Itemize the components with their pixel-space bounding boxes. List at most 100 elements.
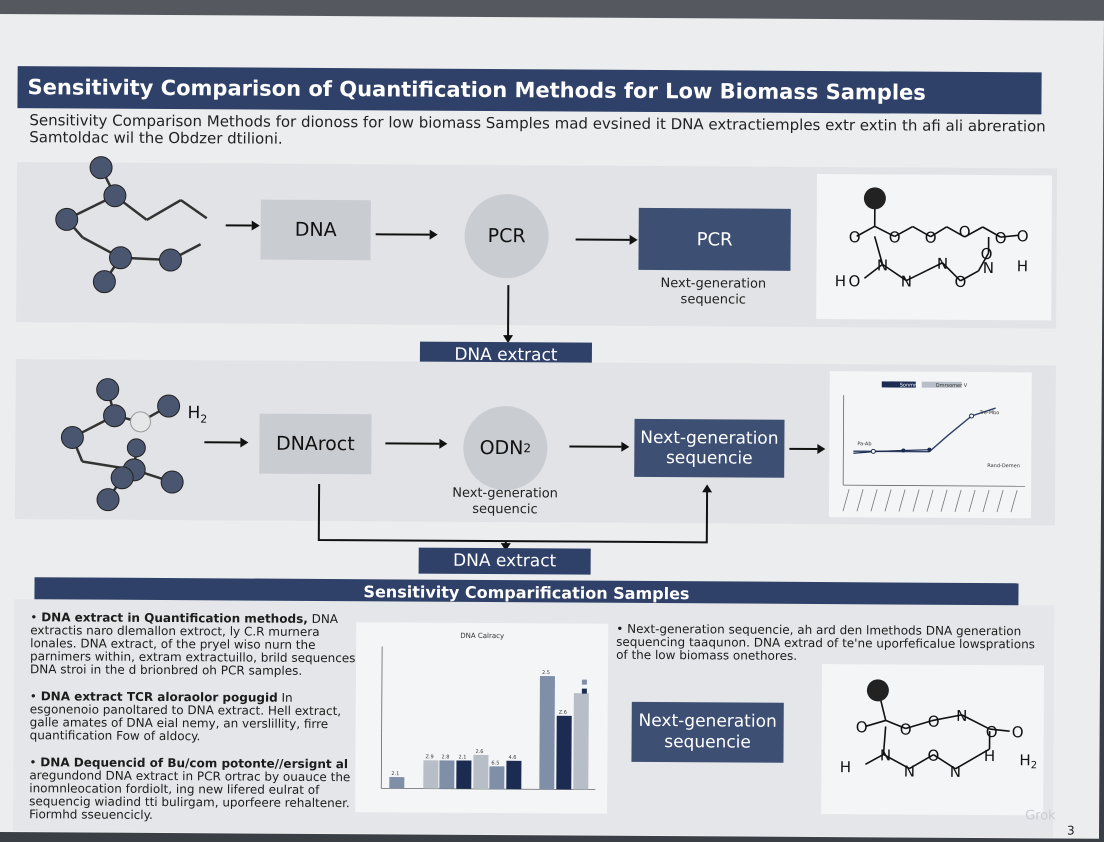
line-annotation-left: Pa-Ab	[857, 441, 871, 447]
arrow-5	[383, 433, 453, 453]
bar	[506, 761, 521, 789]
atom-label: N	[937, 255, 948, 273]
bar-value-label: Z.9	[425, 754, 433, 760]
atom-label: O	[900, 721, 912, 739]
bar-chart-title: DNA Calracy	[460, 632, 504, 640]
line-series-1	[853, 407, 995, 452]
atom-label: N	[956, 707, 967, 725]
atom-label: O	[928, 747, 940, 765]
line-chart-svg: Sonmrle Dmrsomer V Tre-Mbo Pa-Ab Rand-De…	[829, 371, 1032, 518]
odn2-subscript: 2	[523, 441, 531, 455]
bar	[489, 766, 504, 789]
bar	[389, 777, 404, 788]
atom-label: O	[986, 723, 998, 741]
arrow-7	[787, 439, 832, 459]
page-number: 3	[1067, 824, 1075, 838]
ngs-box-bottom: Next-generation sequencie	[631, 702, 783, 763]
bar-value-label: 2.1	[458, 754, 466, 760]
dna-extract-label-bottom: DNA extract	[419, 548, 591, 575]
ngs-box-bottom-line1: Next-generation	[639, 711, 777, 733]
bar-chart-svg: DNA Calracy 2.1 Z.9 2.8 2.1 2.6 6.5 4.6 2.5Z.6	[355, 622, 608, 814]
line-point	[927, 448, 931, 452]
atom-label: H	[1017, 257, 1028, 275]
feedback-loop-connector	[315, 474, 715, 556]
bar	[456, 760, 471, 788]
bullet-item: • DNA extract TCR aloraolor pogugid In e…	[30, 690, 360, 744]
ngs-caption-top-line2: sequencic	[638, 292, 788, 309]
arrow-4	[202, 432, 252, 452]
poster-sheet: Sensitivity Comparison of Quantification…	[0, 14, 1104, 839]
ngs-box-bottom-line2: sequencie	[664, 732, 751, 754]
intro-text: Sensitivity Comparison Methods for diono…	[29, 112, 1069, 152]
atom-label: O	[995, 229, 1007, 247]
chem-structure-svg-bottom: O O N O O N N N O H H O H2	[821, 664, 1044, 815]
atom-label: O	[1017, 227, 1029, 245]
atom-label: O	[849, 228, 861, 246]
h2-symbol: H	[188, 403, 201, 423]
line-point	[901, 449, 905, 453]
h2-bottom-label: H2	[1019, 751, 1037, 771]
ngs-box-middle: Next-generation sequencie	[634, 419, 784, 478]
atom-label: O	[848, 272, 860, 290]
bar	[556, 716, 571, 790]
bar	[473, 755, 488, 789]
bar-value-label: 2.5	[542, 670, 550, 676]
bar-legend-swatch	[582, 680, 587, 685]
line-chart-x-axis	[843, 485, 1025, 486]
bar-value-label: 2.1	[391, 771, 399, 777]
molecule-graphic-middle-left	[52, 369, 213, 520]
pcr-box: PCR	[638, 208, 790, 271]
bar-chart-y-axis	[381, 646, 382, 788]
atom-label: O	[889, 228, 901, 246]
dna-box: DNA	[261, 200, 371, 261]
bar-value-label: 2.8	[441, 754, 449, 760]
ngs-caption-top-line1: Next-generation	[638, 276, 788, 293]
arrow-3	[574, 230, 644, 250]
legend-label-2: Dmrsomer V	[936, 383, 968, 389]
atom-label: N	[880, 746, 891, 764]
bar-value-label: 2.6	[475, 749, 483, 755]
bullet-body-right: Next-generation sequencie, ah ard den lm…	[616, 622, 1035, 663]
bullet-list-left: • DNA extract in Quantification methods,…	[29, 611, 360, 837]
line-chart-panel: Sonmrle Dmrsomer V Tre-Mbo Pa-Ab Rand-De…	[829, 371, 1032, 518]
line-annotation-top: Tre-Mbo	[979, 410, 1000, 416]
bar-legend-swatch	[582, 698, 587, 703]
odn2-text: ODN	[480, 437, 524, 459]
bullet-body: aregundond DNA extract in PCR ortrac by …	[29, 768, 350, 822]
molecule-graphic-top-left	[38, 149, 239, 300]
atom-label: O	[856, 718, 868, 736]
h2-subscript: 2	[200, 413, 207, 426]
line-annotation-right: Rand-Demen	[987, 463, 1020, 469]
pcr-circle: PCR	[464, 194, 549, 279]
atom-label: N	[877, 256, 888, 274]
atom-label: H	[835, 272, 846, 290]
atom-label: N	[950, 763, 961, 781]
ngs-box-middle-line2: sequencie	[666, 448, 753, 469]
atom-label: O	[1012, 723, 1024, 741]
h2-bottom-symbol: H	[1019, 751, 1030, 769]
atom-dark-top	[864, 187, 886, 209]
dnaroct-box: DNAroct	[259, 414, 371, 475]
grok-watermark: Grok	[1025, 808, 1056, 823]
chem-structure-bottom-right: O O N O O N N N O H H O H2	[821, 664, 1044, 815]
arrow-2	[374, 224, 444, 244]
atom-dark-bottom	[867, 679, 889, 701]
atom-label: H	[840, 758, 851, 776]
atom-label: O	[928, 713, 940, 731]
bar	[439, 760, 454, 788]
ngs-box-middle-line1: Next-generation	[640, 428, 778, 449]
bar-value-label: 4.6	[508, 755, 516, 761]
bullet-item: • DNA extract in Quantification methods,…	[30, 611, 360, 678]
bar-value-label: 6.5	[491, 760, 499, 766]
bar	[423, 760, 438, 788]
line-chart-y-axis	[843, 395, 844, 485]
bar	[539, 676, 555, 789]
arrow-1	[224, 215, 264, 235]
atom-label: N	[901, 273, 912, 291]
atom-label: O	[981, 245, 993, 263]
bar-value-label: Z.6	[559, 710, 567, 716]
atom-label: O	[959, 223, 971, 241]
legend-label-1: Sonmrle	[900, 383, 921, 389]
poster-title: Sensitivity Comparison of Quantification…	[17, 66, 1041, 114]
